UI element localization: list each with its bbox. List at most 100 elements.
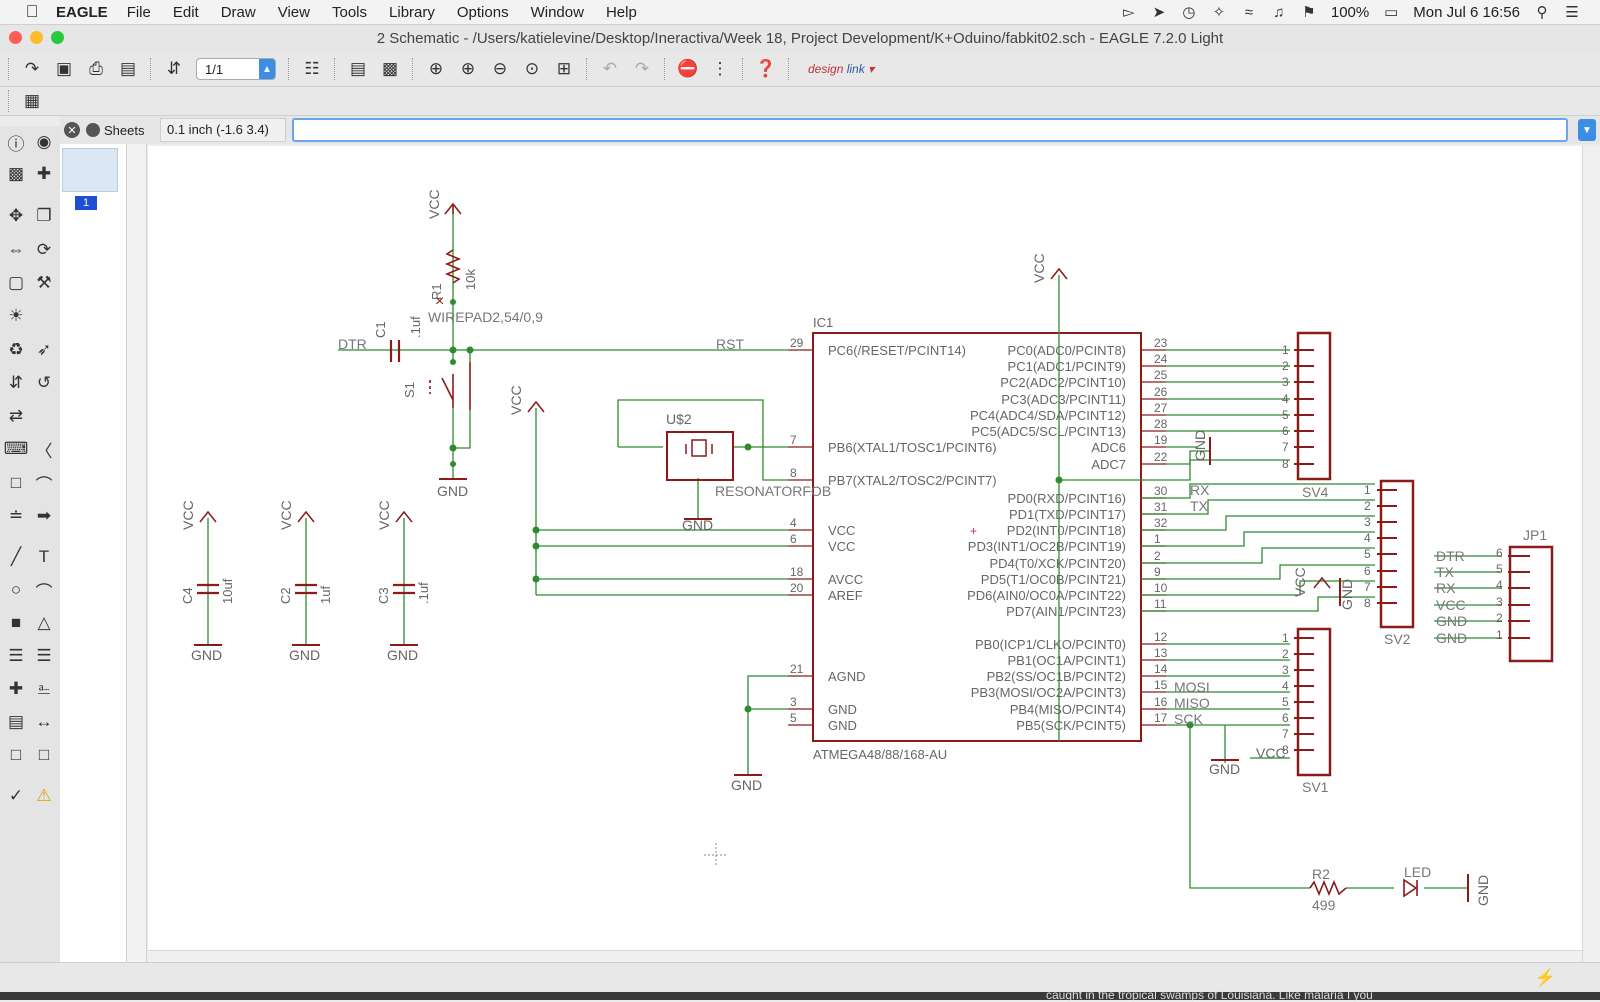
sheet-arrows-icon[interactable]: ⇵: [166, 59, 182, 78]
cursor-icon[interactable]: ➤: [1152, 4, 1166, 21]
time-machine-icon[interactable]: ◷: [1182, 4, 1196, 21]
sheets-icon[interactable]: [86, 123, 100, 137]
paste-icon[interactable]: ☀: [8, 306, 24, 325]
open-icon[interactable]: ↷: [24, 59, 40, 78]
menu-file[interactable]: File: [126, 3, 151, 21]
frame-icon[interactable]: □: [10, 745, 22, 764]
sheet-number[interactable]: 1: [75, 196, 97, 210]
command-input[interactable]: [292, 118, 1568, 142]
wire-icon[interactable]: ╱: [10, 547, 22, 566]
bell-icon[interactable]: ▻: [1123, 4, 1135, 21]
cam-icon[interactable]: ▤: [119, 59, 137, 78]
vertical-scrollbar[interactable]: [1582, 146, 1600, 962]
copy-icon[interactable]: ❐: [36, 206, 52, 225]
zoom-in-icon[interactable]: ⊕: [460, 59, 476, 78]
zoom-redraw-icon[interactable]: ⊙: [524, 59, 540, 78]
dimension-icon[interactable]: ↔: [35, 712, 53, 731]
miter-icon[interactable]: ⌒: [35, 475, 53, 495]
grid-icon[interactable]: ▦: [23, 91, 41, 110]
go-icon[interactable]: ⋮: [711, 59, 729, 78]
split-icon[interactable]: ≐: [8, 506, 24, 525]
script-icon[interactable]: ▤: [349, 59, 367, 78]
value-icon[interactable]: 〈: [35, 441, 53, 461]
horizontal-scrollbar[interactable]: [148, 950, 1582, 963]
design-link-button[interactable]: design link ▾: [808, 62, 875, 76]
sheet-thumbnail[interactable]: [62, 148, 118, 192]
run-ulp-icon[interactable]: ▩: [381, 59, 399, 78]
junction-icon[interactable]: ✚: [8, 679, 24, 698]
search-icon[interactable]: ⚲: [1536, 4, 1548, 21]
wifi-icon[interactable]: ≈: [1244, 3, 1253, 21]
rect-icon[interactable]: ■: [10, 613, 22, 632]
group-icon[interactable]: ▢: [7, 273, 25, 292]
menu-draw[interactable]: Draw: [220, 3, 256, 21]
minimize-window-button[interactable]: [30, 31, 43, 44]
led-diode[interactable]: [1403, 878, 1418, 898]
change-icon[interactable]: ⚒: [36, 273, 52, 292]
battery-icon[interactable]: ▭: [1384, 4, 1399, 21]
bus-icon[interactable]: ☰: [8, 646, 24, 665]
gateswap-icon[interactable]: ⇄: [8, 406, 24, 425]
volume-icon[interactable]: ♫: [1273, 3, 1285, 21]
replace-icon[interactable]: ↺: [36, 373, 52, 392]
label-icon[interactable]: ⎁: [37, 679, 51, 698]
board-icon[interactable]: ☷: [304, 59, 320, 78]
move-icon[interactable]: ✥: [8, 206, 24, 225]
polygon-icon[interactable]: △: [37, 613, 51, 632]
name-icon[interactable]: ⌨: [3, 439, 29, 458]
attribute-icon[interactable]: ▤: [7, 712, 25, 731]
menu-window[interactable]: Window: [530, 3, 584, 21]
redo-icon[interactable]: ↷: [634, 59, 650, 78]
add-icon[interactable]: ➶: [36, 340, 52, 359]
close-sheets-icon[interactable]: ✕: [64, 122, 80, 138]
clock[interactable]: Mon Jul 6 16:56: [1413, 3, 1520, 21]
sheet-select[interactable]: 1/1 ▲: [196, 58, 276, 80]
erc-icon[interactable]: ✓: [8, 786, 24, 805]
menu-options[interactable]: Options: [456, 3, 509, 21]
bluetooth-icon[interactable]: ✧: [1212, 4, 1226, 21]
menu-help[interactable]: Help: [605, 3, 637, 21]
arc-icon[interactable]: ⌒: [35, 582, 53, 602]
menu-edit[interactable]: Edit: [172, 3, 199, 21]
text-icon[interactable]: T: [38, 547, 50, 566]
circle-icon[interactable]: ○: [10, 580, 22, 599]
rotate-icon[interactable]: ⟳: [36, 240, 52, 259]
bolt-icon[interactable]: ⚡: [1534, 968, 1556, 987]
module-icon[interactable]: □: [38, 745, 50, 764]
print-icon[interactable]: ⎙: [89, 59, 103, 78]
undo-icon[interactable]: ↶: [602, 59, 618, 78]
save-icon[interactable]: ▣: [55, 59, 73, 78]
battery-percent[interactable]: 100%: [1330, 3, 1370, 21]
help-icon[interactable]: ❓: [755, 59, 777, 78]
sv4-header[interactable]: [1296, 331, 1332, 481]
stop-icon[interactable]: ⛔: [677, 59, 699, 78]
display-icon[interactable]: ▩: [7, 164, 25, 183]
delete-icon[interactable]: ♻: [8, 340, 24, 359]
show-icon[interactable]: ◉: [36, 132, 52, 151]
wirepad-x[interactable]: ×: [435, 293, 444, 310]
info-icon[interactable]: ⓘ: [7, 134, 25, 154]
u2-resonator-body[interactable]: [666, 431, 734, 481]
invoke-icon[interactable]: ➡: [36, 506, 52, 525]
zoom-fit-icon[interactable]: ⊕: [428, 59, 444, 78]
apple-icon[interactable]: : [22, 2, 42, 22]
app-menu[interactable]: EAGLE: [56, 3, 108, 21]
warning-icon[interactable]: ⚠: [36, 786, 52, 805]
chevron-down-icon[interactable]: ▼: [1578, 119, 1596, 141]
zoom-window-button[interactable]: [51, 31, 64, 44]
r2-resistor[interactable]: [1309, 879, 1347, 897]
menu-library[interactable]: Library: [389, 3, 435, 21]
pinswap-icon[interactable]: ⇵: [8, 373, 24, 392]
menu-view[interactable]: View: [277, 3, 310, 21]
close-window-button[interactable]: [9, 31, 22, 44]
decoupling-caps[interactable]: [197, 583, 415, 595]
s1-switch[interactable]: [429, 362, 471, 410]
mark-icon[interactable]: ✚: [36, 164, 52, 183]
r1-resistor[interactable]: [444, 249, 462, 284]
net-icon[interactable]: ☰: [36, 646, 52, 665]
notification-center-icon[interactable]: ☰: [1565, 4, 1579, 21]
mirror-icon[interactable]: ⇔: [7, 240, 25, 259]
zoom-select-icon[interactable]: ⊞: [556, 59, 572, 78]
